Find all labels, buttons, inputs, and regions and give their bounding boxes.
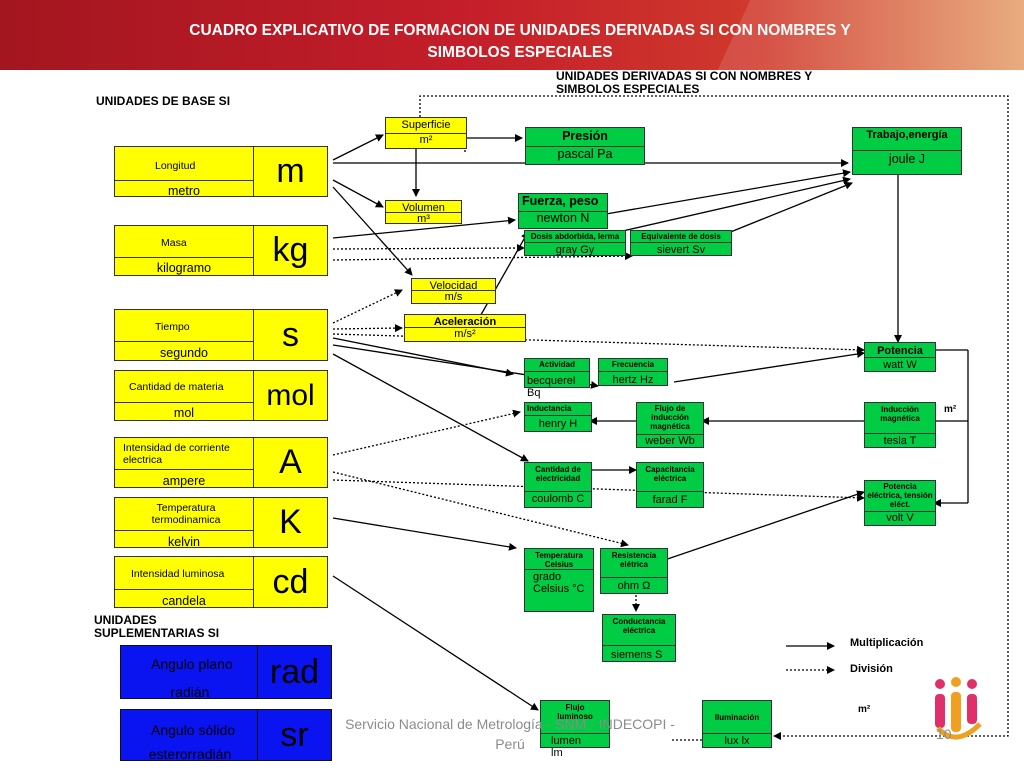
box-flujo-magnetico: Flujo de inducción magnética weber Wb bbox=[636, 402, 704, 448]
legend-multiplicacion: Multiplicación bbox=[850, 637, 924, 649]
base-unit-tiempo: Tiempo segundo s bbox=[114, 309, 328, 361]
box-iluminacion: Iluminación lux lx bbox=[702, 700, 772, 748]
logo-icon bbox=[935, 677, 982, 740]
box-dosis: Dosis abdorbida, lerma gray Gy bbox=[524, 230, 626, 256]
box-flujo-luminoso: Flujo luminoso lumen lm bbox=[540, 700, 610, 759]
annotation-m2: m² bbox=[944, 404, 957, 415]
base-unit-intensidad-luminosa: Intensidad luminosa candela cd bbox=[114, 556, 328, 608]
derivadas-title: UNIDADES DERIVADAS SI CON NOMBRES Y SIMB… bbox=[556, 69, 813, 96]
page-number: 10 bbox=[936, 726, 952, 742]
sup-symbol: rad bbox=[257, 646, 331, 698]
box-actividad: Actividad becquerel Bq bbox=[524, 358, 590, 399]
base-unit-masa: Masa kilogramo kg bbox=[114, 225, 328, 276]
base-symbol: cd bbox=[253, 557, 327, 607]
base-unit-longitud: Longitud metro m bbox=[114, 146, 328, 198]
base-symbol: s bbox=[253, 310, 327, 360]
base-unit-corriente: Intensidad de corriente electrica ampere… bbox=[114, 437, 328, 488]
box-velocidad: Velocidad m/s bbox=[411, 278, 496, 304]
base-unit-cantidad-materia: Cantidad de materia mol mol bbox=[114, 370, 328, 421]
suplementarias-title: UNIDADES SUPLEMENTARIAS SI bbox=[94, 613, 220, 640]
sup-unit-angulo-solido: Angulo sólido esterorradián sr bbox=[120, 709, 332, 762]
base-symbol: A bbox=[253, 438, 327, 487]
sup-unit-angulo-plano: Angulo plano radián rad bbox=[120, 645, 332, 700]
box-aceleracion: Aceleración m/s² bbox=[404, 314, 526, 342]
box-conductancia: Conductancia eléctrica siemens S bbox=[602, 614, 676, 662]
footer-text: Servicio Nacional de Metrología - SNM - … bbox=[345, 716, 675, 752]
box-presion: Presión pascal Pa bbox=[525, 127, 645, 165]
box-trabajo: Trabajo,energía joule J bbox=[852, 127, 962, 175]
base-symbol: K bbox=[253, 498, 327, 547]
box-fuerza: Fuerza, peso newton N bbox=[518, 193, 608, 229]
box-equivalente-dosis: Equivalente de dosis sievert Sv bbox=[630, 230, 732, 256]
base-title: UNIDADES DE BASE SI bbox=[96, 94, 231, 108]
box-potencia: Potencia watt W bbox=[864, 342, 936, 372]
box-induccion: Inducción magnética tesla T bbox=[864, 402, 936, 448]
box-inductancia: Inductancia henry H bbox=[524, 402, 592, 432]
box-resistencia: Resistencia elétrica ohm Ω bbox=[600, 548, 668, 594]
legend-division: División bbox=[850, 663, 893, 675]
box-volumen: Volumen m³ bbox=[385, 200, 462, 225]
base-symbol: m bbox=[253, 147, 327, 196]
box-capacitancia: Capacitancia eléctrica farad F bbox=[636, 462, 704, 508]
annotation-m2: m² bbox=[858, 704, 871, 715]
sup-symbol: sr bbox=[257, 710, 331, 760]
box-potencial: Potencia eléctrica, tensión eléct. volt … bbox=[864, 480, 936, 526]
base-symbol: mol bbox=[253, 371, 327, 420]
box-temperatura-celsius: Temperatura Celsius grado Celsius °C bbox=[524, 548, 594, 612]
box-frecuencia: Frecuencia hertz Hz bbox=[598, 358, 668, 386]
page-title: CUADRO EXPLICATIVO DE FORMACION DE UNIDA… bbox=[189, 22, 851, 61]
base-unit-temperatura: Temperatura termodinamica kelvin K bbox=[114, 497, 328, 549]
base-symbol: kg bbox=[253, 226, 327, 275]
box-superficie: Superficie m² bbox=[385, 117, 467, 149]
header-bar: CUADRO EXPLICATIVO DE FORMACION DE UNIDA… bbox=[0, 0, 1024, 70]
box-cantidad-electricidad: Cantidad de electricidad coulomb C bbox=[524, 462, 592, 508]
